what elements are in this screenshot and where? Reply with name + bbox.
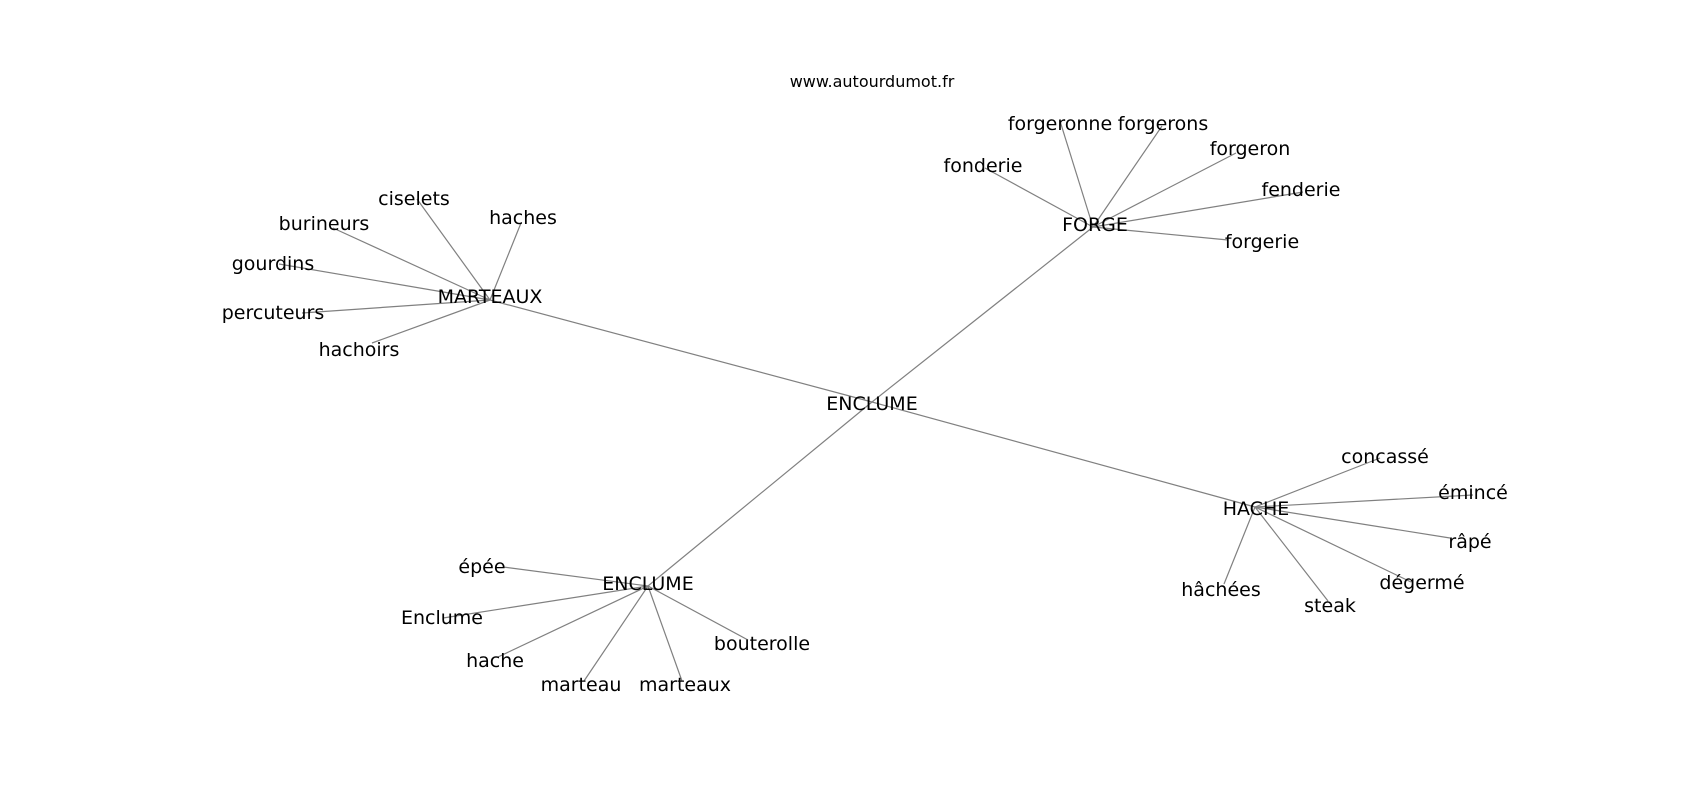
edge-hub-0-leaf-0: [416, 198, 491, 301]
edge-hub-2-leaf-5: [1223, 506, 1256, 585]
edge-hub-0-leaf-3: [278, 263, 491, 301]
leaf-node-label: râpé: [1448, 531, 1491, 553]
leaf-node-label: ciselets: [378, 188, 450, 210]
hub-node-label: HACHE: [1223, 498, 1290, 520]
leaf-node-label: bouterolle: [714, 633, 810, 655]
edge-hub-1-leaf-5: [1092, 226, 1229, 241]
edge-hub-3-leaf-1: [442, 585, 649, 619]
leaf-node-label: forgerons: [1118, 113, 1209, 135]
edge-hub-1-leaf-2: [1092, 152, 1237, 228]
hub-node-label: MARTEAUX: [438, 286, 543, 308]
edge-hub-3-leaf-0: [502, 566, 649, 587]
edges-layer: [278, 120, 1474, 682]
edge-hub-1-leaf-3: [984, 167, 1094, 228]
leaf-node-label: haches: [489, 207, 557, 229]
leaf-node-label: hachoirs: [319, 339, 400, 361]
edge-hub-0-leaf-2: [332, 227, 491, 301]
edge-hub-1-leaf-1: [1092, 125, 1163, 228]
hub-node-label: FORGE: [1062, 214, 1128, 236]
leaf-node-label: émincé: [1438, 482, 1508, 504]
leaf-node-label: marteaux: [639, 674, 731, 696]
labels-layer: www.autourdumot.fr ENCLUME MARTEAUX cisele…: [222, 72, 1508, 696]
leaf-node-label: Enclume: [401, 607, 483, 629]
leaf-node-label: dégermé: [1379, 572, 1464, 594]
leaf-node-label: fenderie: [1262, 179, 1341, 201]
edge-hub-3-leaf-5: [647, 585, 749, 641]
leaf-node-label: forgeronne: [1008, 113, 1112, 135]
edge-hub-2-leaf-0: [1254, 457, 1381, 508]
edge-hub-3-leaf-2: [497, 585, 649, 658]
leaf-node-label: concassé: [1341, 446, 1429, 468]
leaf-node-label: marteau: [541, 674, 622, 696]
leaf-node-label: hâchées: [1181, 579, 1260, 601]
edge-center-to-hub-2: [871, 401, 1256, 508]
leaf-node-label: fonderie: [944, 155, 1023, 177]
edge-hub-2-leaf-1: [1254, 494, 1474, 508]
edge-center-to-hub-1: [871, 226, 1094, 403]
edge-hub-0-leaf-1: [489, 222, 522, 301]
leaf-node-label: forgeron: [1210, 138, 1291, 160]
edge-hub-0-leaf-5: [371, 299, 491, 344]
site-url-label: www.autourdumot.fr: [790, 72, 955, 91]
leaf-node-label: forgerie: [1225, 231, 1299, 253]
edge-hub-2-leaf-4: [1254, 506, 1329, 602]
edge-hub-1-leaf-0: [1059, 120, 1094, 228]
leaf-node-label: hache: [466, 650, 524, 672]
edge-hub-1-leaf-4: [1092, 191, 1304, 228]
edge-hub-3-leaf-4: [647, 585, 683, 682]
edge-center-to-hub-0: [489, 299, 873, 403]
edge-hub-2-leaf-2: [1254, 506, 1451, 539]
leaf-node-label: burineurs: [279, 213, 370, 235]
edge-hub-0-leaf-4: [301, 299, 491, 314]
leaf-node-label: gourdins: [232, 253, 315, 275]
center-node-label: ENCLUME: [826, 393, 917, 415]
leaf-node-label: percuteurs: [222, 302, 325, 324]
leaf-node-label: épée: [458, 556, 505, 578]
leaf-node-label: steak: [1304, 595, 1356, 617]
edge-center-to-hub-3: [647, 401, 873, 587]
edge-hub-3-leaf-3: [583, 585, 649, 682]
edge-hub-2-leaf-3: [1254, 506, 1412, 583]
hub-node-label: ENCLUME: [602, 573, 693, 595]
